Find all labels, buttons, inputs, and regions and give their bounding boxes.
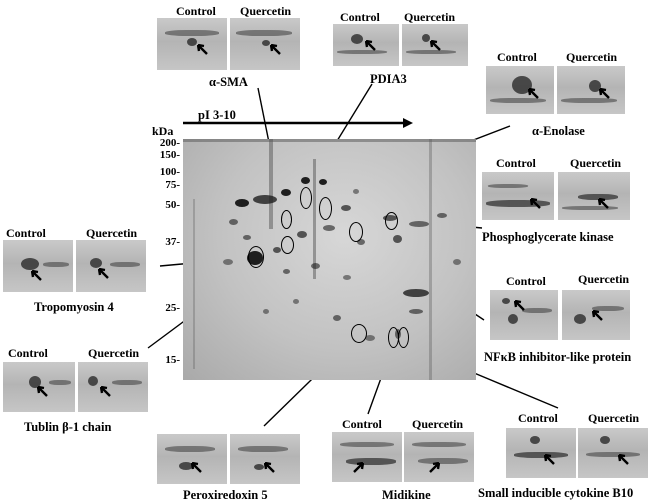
nfkb-control-panel bbox=[490, 290, 558, 340]
arrow-icon bbox=[191, 462, 202, 473]
enolase-quercetin-panel bbox=[557, 66, 625, 114]
prx5-quercetin-panel bbox=[230, 434, 300, 484]
control-label: Control bbox=[340, 10, 380, 24]
arrow-icon bbox=[353, 462, 364, 473]
quercetin-label: Quercetin bbox=[404, 10, 456, 24]
quercetin-label: Quercetin bbox=[86, 226, 138, 240]
arrow-icon bbox=[37, 386, 48, 397]
tropomyosin-control-panel bbox=[3, 240, 73, 292]
mw-marker-50: 50- bbox=[165, 199, 180, 211]
arrow-icon bbox=[365, 40, 376, 51]
midikine-quercetin-panel bbox=[404, 432, 474, 482]
control-label: Control bbox=[506, 274, 546, 288]
quercetin-label: Quercetin bbox=[412, 417, 464, 431]
arrow-icon bbox=[618, 454, 629, 465]
arrow-icon bbox=[598, 198, 609, 209]
arrow-icon bbox=[264, 462, 275, 473]
kda-label: kDa bbox=[152, 124, 174, 138]
mw-marker-100: 100- bbox=[159, 166, 180, 178]
protein-label-pgk: Phosphoglycerate kinase bbox=[482, 230, 614, 244]
arrow-icon bbox=[530, 198, 541, 209]
protein-label-nfkb: NFκB inhibitor-like protein bbox=[484, 350, 632, 364]
arrow-icon bbox=[528, 88, 539, 99]
spot-circle-asma bbox=[281, 210, 292, 229]
arrow-icon bbox=[98, 268, 109, 279]
control-label: Control bbox=[8, 346, 48, 360]
asma-control-panel bbox=[157, 18, 227, 70]
pi-label: pI 3-10 bbox=[198, 108, 236, 122]
quercetin-label: Quercetin bbox=[566, 50, 618, 64]
quercetin-label: Quercetin bbox=[588, 411, 640, 425]
arrow-icon bbox=[100, 386, 111, 397]
pdia3-quercetin-panel bbox=[402, 24, 468, 66]
arrow-icon bbox=[197, 44, 208, 55]
spot-circle-cytokine bbox=[398, 327, 409, 348]
mw-marker-200: 200- bbox=[159, 137, 180, 149]
control-label: Control bbox=[176, 4, 216, 18]
protein-label-tropomyosin: Tropomyosin 4 bbox=[34, 300, 114, 314]
mw-marker-37: 37- bbox=[165, 236, 180, 248]
protein-label-tubulin: Tublin β-1 chain bbox=[24, 420, 112, 434]
mw-marker-15: 15- bbox=[165, 354, 180, 366]
mw-marker-150: 150- bbox=[159, 149, 180, 161]
enolase-control-panel bbox=[486, 66, 554, 114]
protein-label-enolase: α-Enolase bbox=[532, 124, 585, 138]
spot-circle-nfkb bbox=[349, 222, 363, 242]
arrow-icon bbox=[31, 270, 42, 281]
arrow-icon bbox=[270, 44, 281, 55]
protein-label-cytokine: Small inducible cytokine B10 bbox=[478, 486, 634, 500]
quercetin-label: Quercetin bbox=[88, 346, 140, 360]
arrow-icon bbox=[429, 462, 440, 473]
control-label: Control bbox=[497, 50, 537, 64]
quercetin-label: Quercetin bbox=[578, 272, 630, 286]
control-label: Control bbox=[496, 156, 536, 170]
pgk-control-panel bbox=[482, 172, 554, 220]
protein-label-midikine: Midikine bbox=[382, 488, 431, 502]
control-label: Control bbox=[6, 226, 46, 240]
quercetin-label: Quercetin bbox=[570, 156, 622, 170]
mw-marker-25: 25- bbox=[165, 302, 180, 314]
2d-gel-image bbox=[183, 139, 476, 380]
arrow-icon bbox=[599, 88, 610, 99]
quercetin-label: Quercetin bbox=[240, 4, 292, 18]
nfkb-quercetin-panel bbox=[562, 290, 630, 340]
arrow-icon bbox=[430, 40, 441, 51]
arrow-icon bbox=[514, 300, 525, 311]
protein-label-asma: α-SMA bbox=[209, 75, 248, 89]
spot-circle-prx5 bbox=[351, 324, 367, 343]
protein-label-pdia3: PDIA3 bbox=[370, 72, 407, 86]
mw-marker-75: 75- bbox=[165, 179, 180, 191]
pgk-quercetin-panel bbox=[558, 172, 630, 220]
cytokine-control-panel bbox=[506, 428, 576, 478]
prx5-control-panel bbox=[157, 434, 227, 484]
protein-label-prx5: Peroxiredoxin 5 bbox=[183, 488, 268, 502]
midikine-control-panel bbox=[332, 432, 402, 482]
asma-quercetin-panel bbox=[230, 18, 300, 70]
arrow-icon bbox=[544, 454, 555, 465]
spot-circle-enolase bbox=[319, 197, 332, 220]
spot-circle-tubulin bbox=[281, 236, 294, 254]
spot-circle-tropomyosin bbox=[248, 246, 264, 268]
pdia3-control-panel bbox=[333, 24, 399, 66]
tubulin-quercetin-panel bbox=[78, 362, 148, 412]
arrow-icon bbox=[592, 310, 603, 321]
cytokine-quercetin-panel bbox=[578, 428, 648, 478]
spot-circle-pgk bbox=[385, 212, 398, 230]
control-label: Control bbox=[342, 417, 382, 431]
spot-circle-pdia3 bbox=[300, 187, 312, 209]
control-label: Control bbox=[518, 411, 558, 425]
tubulin-control-panel bbox=[3, 362, 75, 412]
tropomyosin-quercetin-panel bbox=[76, 240, 146, 292]
